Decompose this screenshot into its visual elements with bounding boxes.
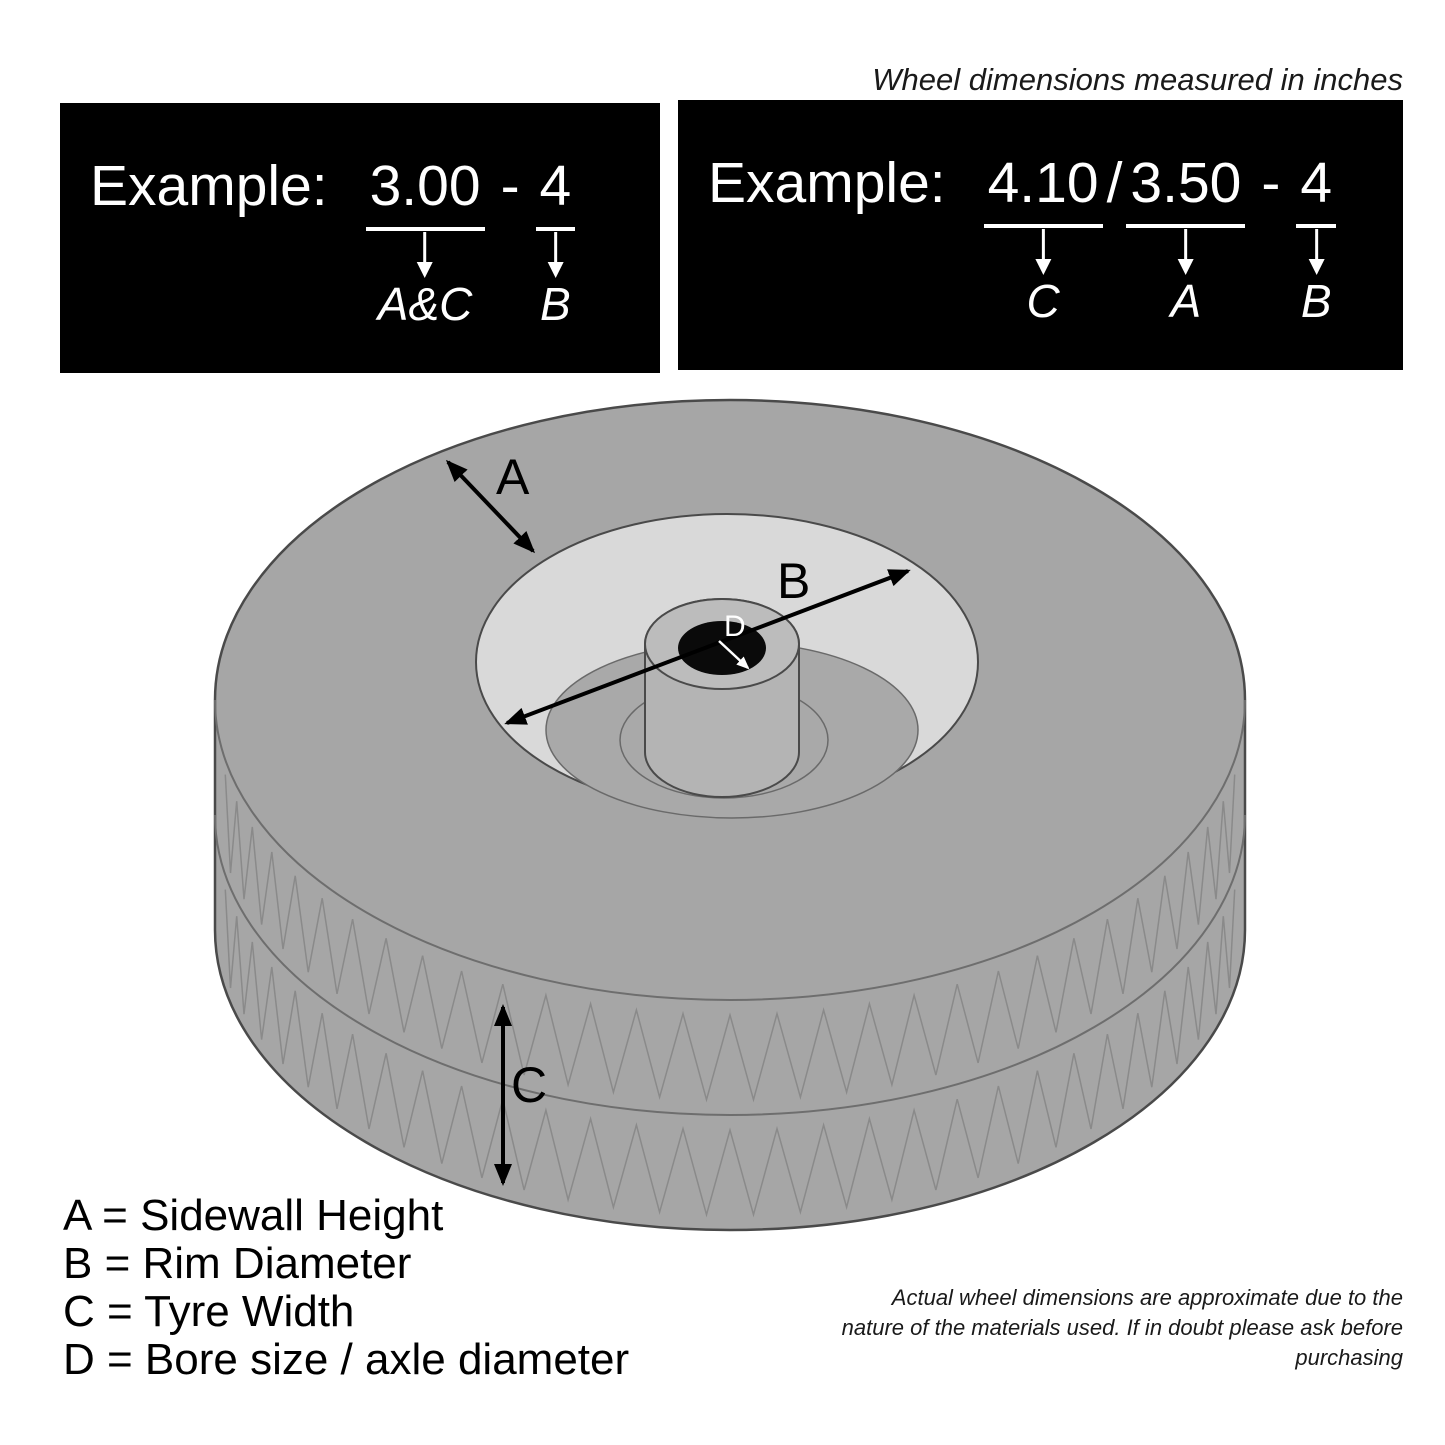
label-bore-d: D: [724, 610, 746, 643]
tire-front-edge: [214, 699, 1246, 1001]
units-note: Wheel dimensions measured in inches: [872, 62, 1403, 97]
example2-callout-a: A: [1170, 229, 1202, 327]
legend-line-b: B = Rim Diameter: [63, 1239, 412, 1288]
dimension-arrow-b: [504, 569, 911, 725]
down-arrow-icon: [417, 232, 434, 278]
example2-letter-b: B: [1300, 275, 1332, 327]
example2-size-c: 4.10 C: [983, 150, 1103, 324]
legend-line-a: A = Sidewall Height: [63, 1191, 444, 1240]
example1-letter-b: B: [540, 278, 571, 330]
label-width-c: C: [511, 1057, 548, 1113]
example2-size-a: 3.50 A: [1126, 150, 1246, 324]
label-sidewall-a: A: [496, 449, 530, 505]
example2-callout-c: C: [1026, 229, 1060, 327]
down-arrow-icon: [1308, 229, 1325, 275]
example1-letter-ac: A&C: [377, 278, 473, 330]
down-arrow-icon: [547, 232, 564, 278]
disclaimer-note: Actual wheel dimensions are approximate …: [842, 1283, 1403, 1373]
example1-part1: 3.00: [369, 154, 481, 218]
example2-part1: 4.10: [987, 151, 1099, 215]
disclaimer-line-2: nature of the materials used. If in doub…: [841, 1315, 1403, 1340]
example2-callout-b: B: [1301, 229, 1332, 324]
example1-label: Example:: [90, 154, 328, 218]
disclaimer-line-1: Actual wheel dimensions are approximate …: [891, 1285, 1403, 1310]
example1-callout-ac: A&C: [377, 232, 473, 330]
example2-part2: 3.50: [1130, 151, 1242, 215]
example2-part3: 4: [1300, 151, 1333, 215]
legend: A = Sidewall Height B = Rim Diameter C =…: [63, 1192, 629, 1384]
example2-slash: /: [1106, 151, 1123, 215]
example2-separator: -: [1261, 151, 1281, 215]
example1-callout-b: B: [540, 232, 571, 327]
dimension-arrow-d: [718, 640, 750, 670]
example1-separator: -: [500, 154, 520, 218]
example1-part2: 4: [539, 154, 572, 218]
tire-mid-groove: [214, 814, 1246, 1116]
example-box-1: Example: 3.00 A&C - 4 B: [60, 103, 660, 373]
example2-size-b: 4 B: [1296, 150, 1337, 324]
tread-zigzag-lower: [224, 889, 1236, 1218]
tread-zigzag-upper: [224, 774, 1236, 1103]
legend-line-c: C = Tyre Width: [63, 1287, 355, 1336]
label-rim-b: B: [777, 553, 811, 609]
example2-letter-a: A: [1170, 275, 1202, 327]
example1-size-ac: 3.00 A&C: [365, 153, 485, 327]
legend-line-d: D = Bore size / axle diameter: [63, 1335, 630, 1384]
dimension-arrow-a: [445, 459, 536, 554]
example2-label: Example:: [708, 151, 946, 215]
example2-line: Example: 4.10 C / 3.50 A -: [678, 100, 1403, 324]
down-arrow-icon: [1035, 229, 1052, 275]
example1-line: Example: 3.00 A&C - 4 B: [60, 103, 660, 327]
example1-size-b: 4 B: [535, 153, 576, 327]
down-arrow-icon: [1177, 229, 1194, 275]
example-box-2: Example: 4.10 C / 3.50 A -: [678, 100, 1403, 370]
example2-letter-c: C: [1026, 275, 1060, 327]
disclaimer-line-3: purchasing: [1295, 1345, 1403, 1370]
